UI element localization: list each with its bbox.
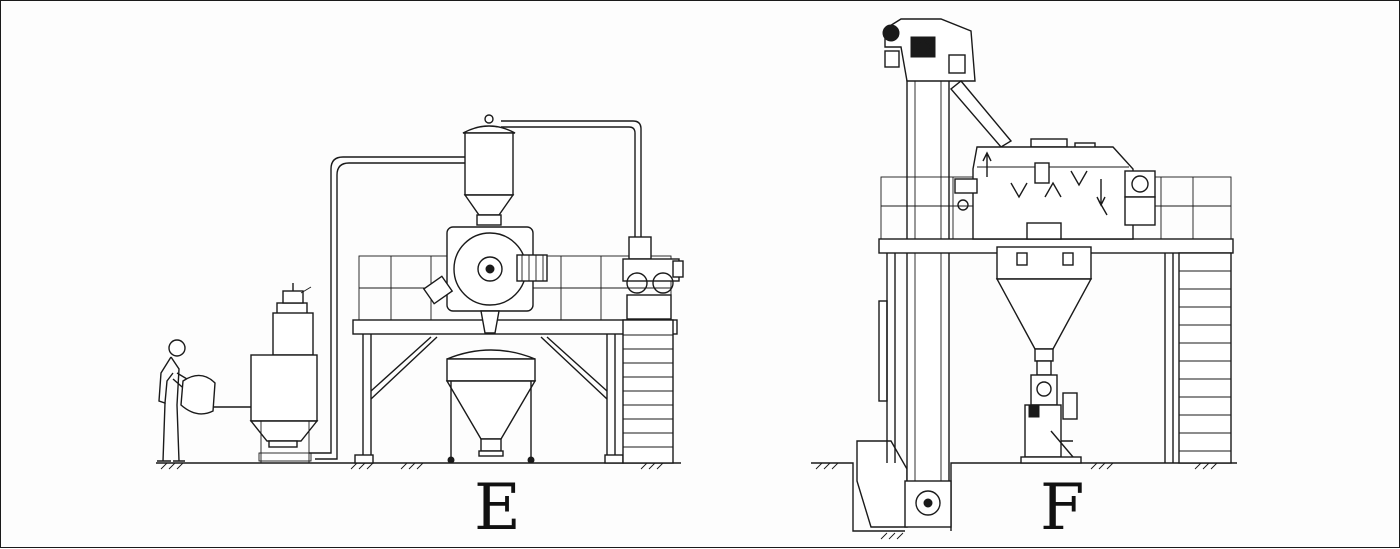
ground-hatch-e bbox=[160, 462, 664, 470]
main-mixer-e bbox=[422, 226, 548, 334]
operator-figure bbox=[157, 339, 251, 462]
ground-line-f-right bbox=[950, 462, 1237, 531]
product-silo-e bbox=[445, 349, 537, 464]
label-e: E bbox=[474, 471, 521, 545]
stair-f bbox=[1178, 252, 1232, 464]
packing-machine bbox=[1020, 360, 1082, 464]
cyclone-receiver bbox=[462, 114, 642, 237]
feed-hopper bbox=[249, 283, 319, 463]
ribbon-blender bbox=[954, 138, 1156, 240]
platform-e bbox=[352, 255, 678, 464]
ground-hatch-f bbox=[815, 462, 1218, 540]
pit-chute bbox=[856, 440, 908, 528]
system-f: F bbox=[811, 18, 1237, 545]
bucket-elevator bbox=[878, 74, 952, 528]
product-hopper-f bbox=[995, 246, 1093, 362]
stair-e bbox=[622, 319, 674, 464]
conveying-pipe-b bbox=[315, 162, 467, 460]
elevator-head bbox=[882, 18, 1013, 148]
filter-unit bbox=[622, 236, 684, 320]
label-f: F bbox=[1040, 471, 1084, 545]
ground-line-f-left bbox=[811, 462, 905, 532]
system-e: E bbox=[156, 114, 684, 545]
conveying-pipe-a bbox=[309, 156, 467, 454]
